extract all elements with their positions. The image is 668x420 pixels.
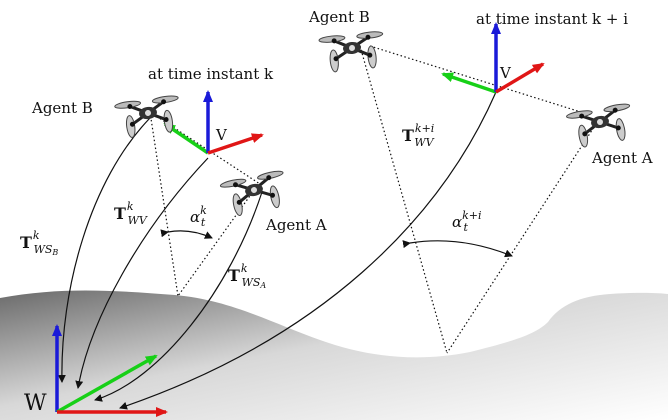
v-ki-red-axis — [495, 62, 545, 94]
agent-b-label-ki: Agent B — [308, 8, 370, 26]
drone-agent-a-ki — [564, 101, 637, 151]
drone-agent-b-k — [112, 93, 185, 141]
arc-t-wv-k — [75, 157, 209, 389]
v-ki-green-axis — [441, 72, 497, 94]
angle-arc-k — [160, 229, 213, 239]
v-label-k: V — [215, 126, 228, 144]
ground-surface — [0, 290, 668, 420]
world-label: W — [24, 391, 47, 416]
world-y-axis — [56, 354, 158, 414]
arc-t-ws-a-k — [94, 191, 263, 402]
v-k-red-axis — [207, 133, 264, 155]
time-label-k: at time instant k — [148, 65, 274, 83]
arc-t-ws-b-k — [57, 117, 151, 383]
angle-arc-ki — [402, 240, 513, 258]
transform-arcs — [57, 91, 497, 410]
virtual-frame-k — [163, 90, 264, 155]
agent-b-label-k: Agent B — [31, 99, 93, 117]
world-frame — [52, 324, 168, 417]
v-label-ki: V — [499, 64, 512, 82]
arc-t-wv-ki — [119, 91, 497, 410]
virtual-frame-ki — [441, 22, 545, 94]
dotted-lines-ki — [359, 45, 599, 354]
agent-a-label-k: Agent A — [265, 216, 327, 234]
drone-agent-b-ki — [317, 29, 388, 75]
agent-a-label-ki: Agent A — [591, 149, 653, 167]
time-label-ki: at time instant k + i — [476, 10, 628, 28]
